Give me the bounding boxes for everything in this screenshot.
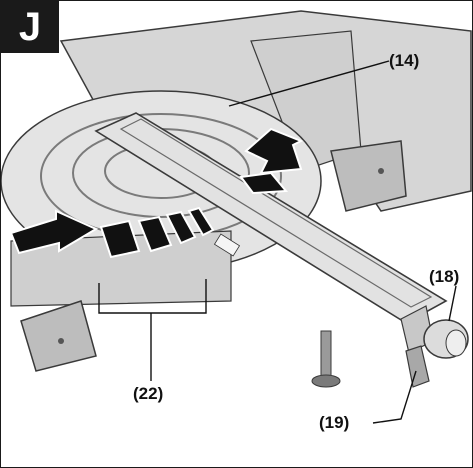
figure-letter-badge: J — [1, 1, 59, 53]
arm-label-plate — [213, 233, 241, 257]
lock-knob[interactable] — [400, 305, 469, 359]
leader-18 — [448, 285, 457, 322]
leader-14 — [228, 60, 390, 107]
lock-knob-face — [445, 329, 467, 357]
callout-14: (14) — [389, 51, 420, 70]
leader-22-bracket — [98, 279, 207, 314]
turntable-arm — [94, 112, 448, 324]
right-foot-hole — [378, 168, 384, 174]
callout-22: (22) — [133, 384, 164, 403]
support-foot-pad — [311, 374, 341, 388]
release-lever — [405, 345, 430, 388]
right-foot — [330, 140, 407, 212]
left-foot-hole — [58, 338, 64, 344]
callout-19: (19) — [319, 413, 350, 432]
left-foot — [20, 300, 97, 372]
support-foot-rod — [320, 330, 332, 377]
rotation-arrow-right — [239, 127, 304, 195]
callout-18: (18) — [429, 267, 460, 286]
turntable-arm-slot — [119, 118, 433, 308]
rotation-arrow-left — [9, 206, 215, 259]
leader-19 — [372, 370, 417, 424]
